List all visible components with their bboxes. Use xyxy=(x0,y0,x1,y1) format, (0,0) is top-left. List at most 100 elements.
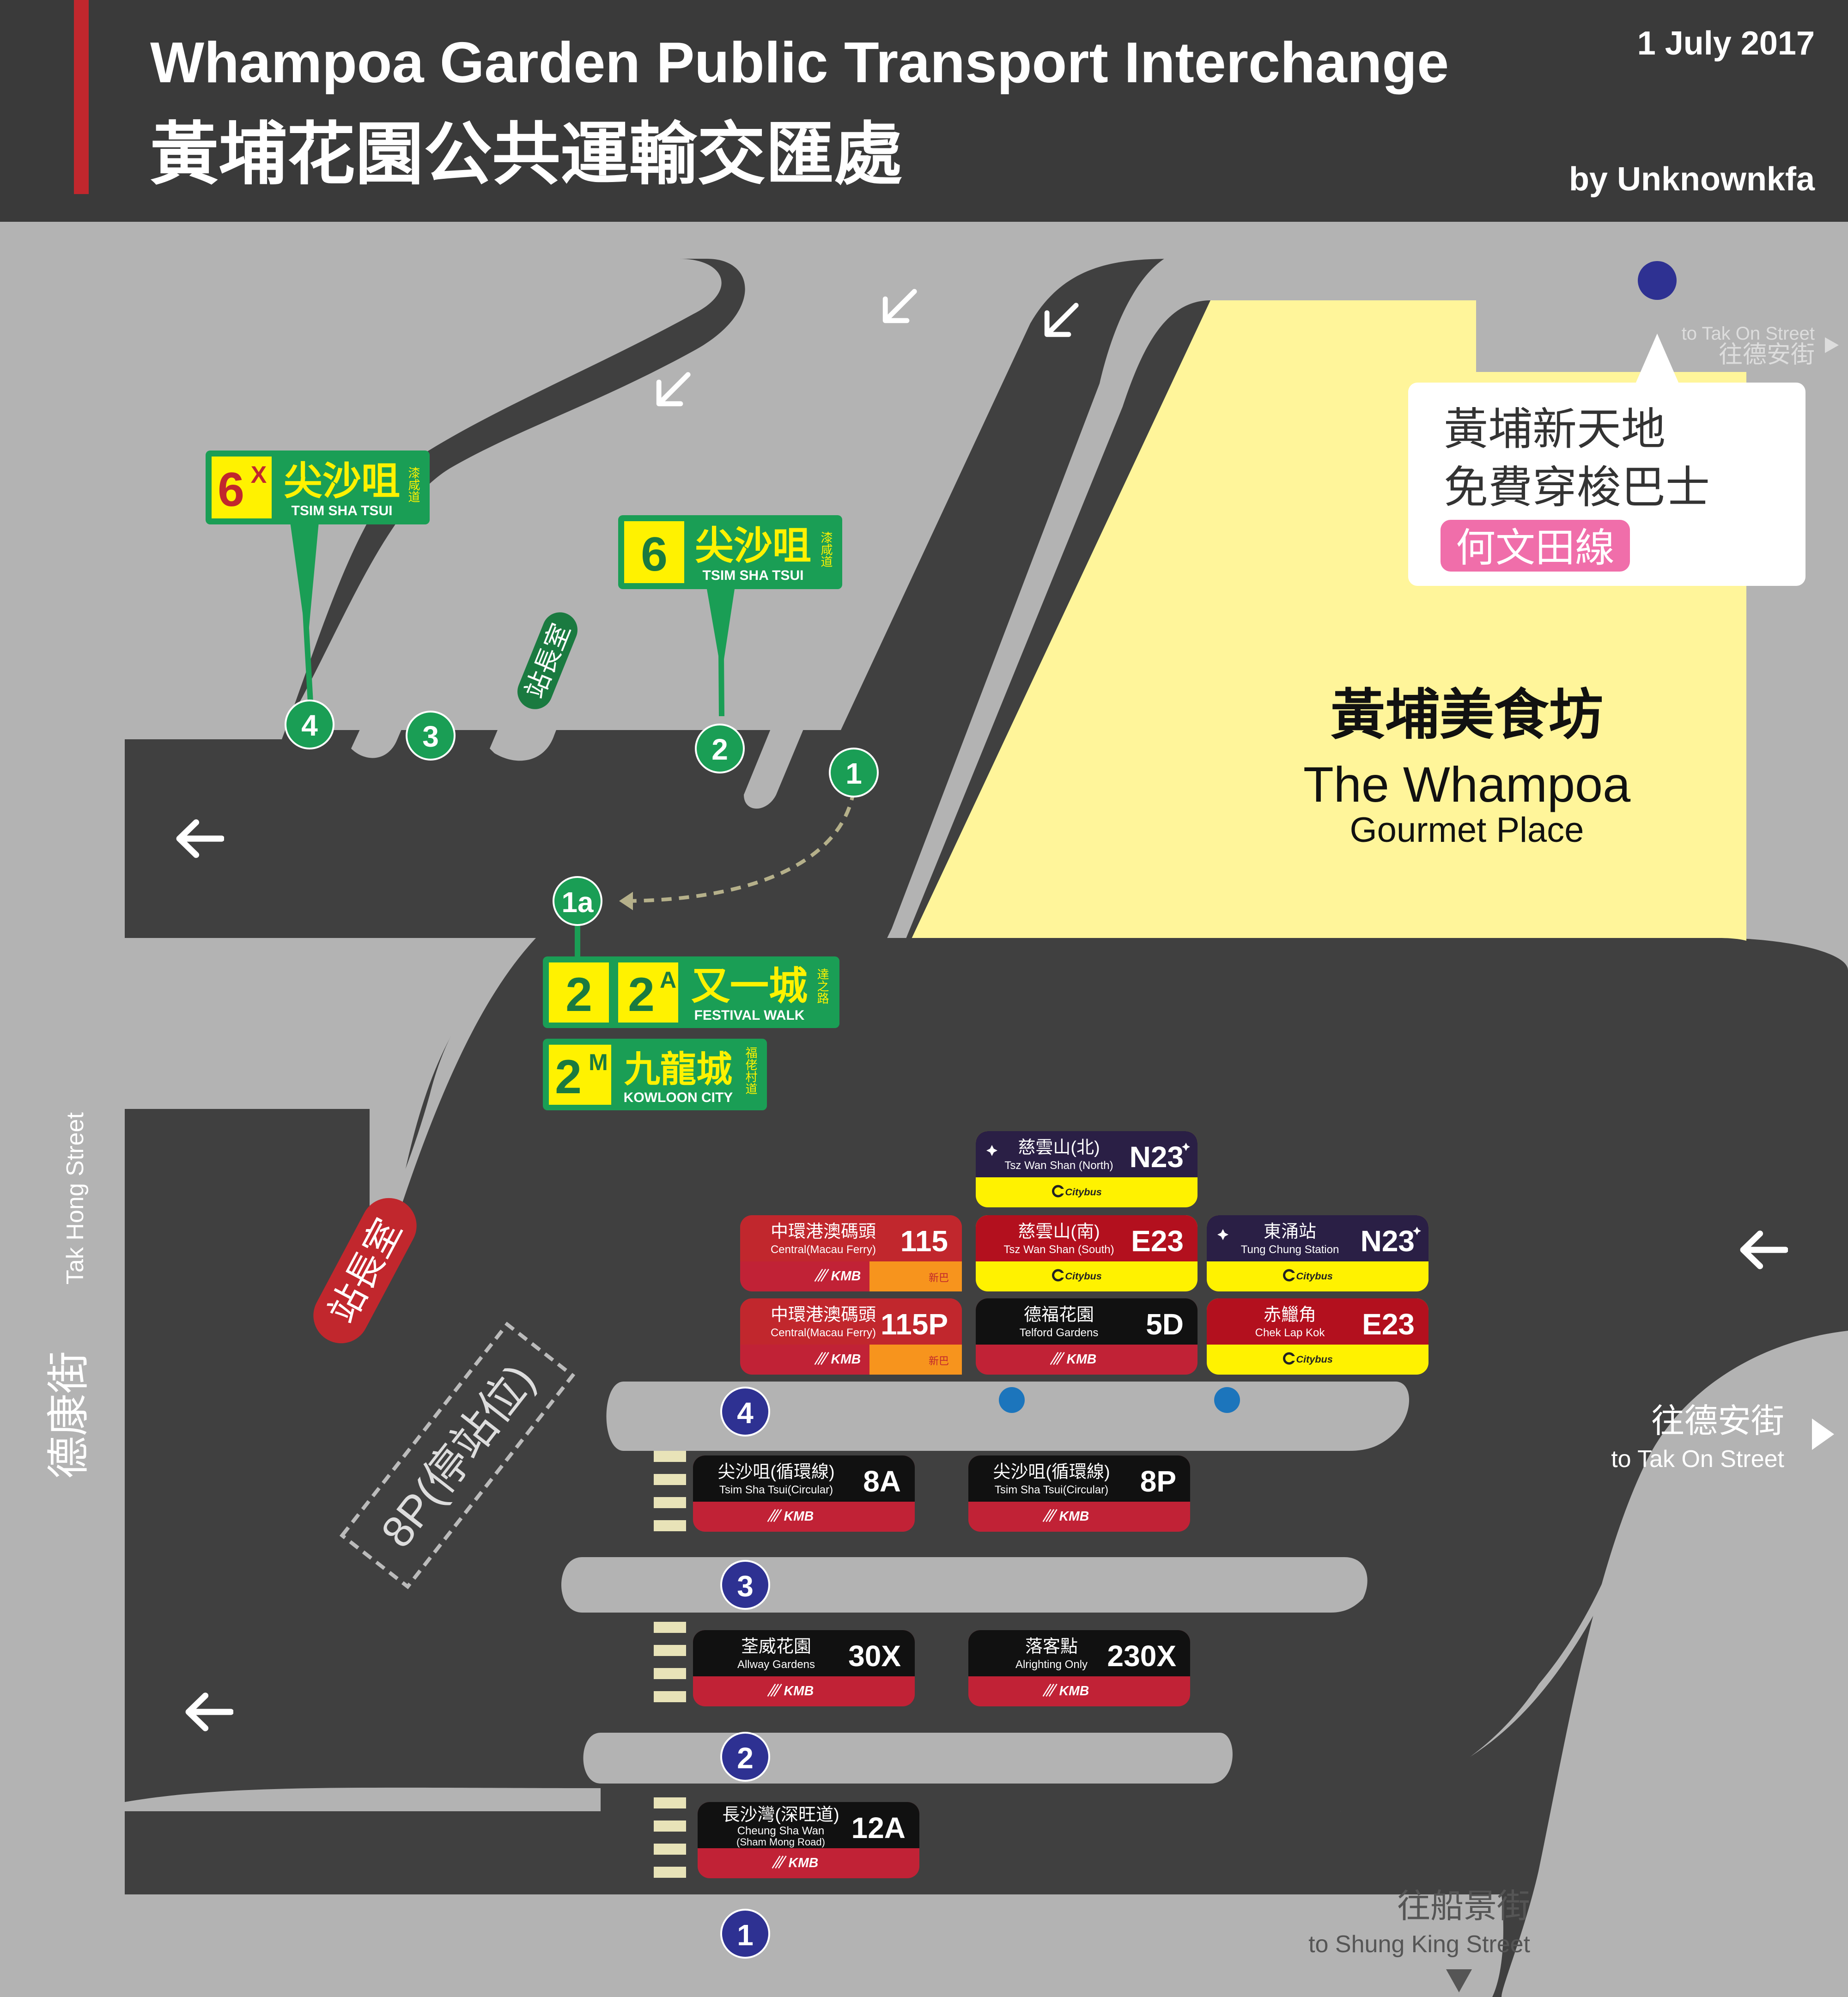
minibus-stop-markers: 4 3 2 1 1a xyxy=(285,700,879,926)
svg-text:荃威花園: 荃威花園 xyxy=(741,1637,811,1656)
svg-text:Tung Chung Station: Tung Chung Station xyxy=(1241,1243,1339,1256)
svg-text:E23: E23 xyxy=(1131,1224,1184,1258)
svg-text:中環港澳碼頭: 中環港澳碼頭 xyxy=(771,1222,876,1242)
bus-bay-4 xyxy=(720,1387,770,1437)
svg-text:3: 3 xyxy=(422,720,439,753)
bus-sign-12a: 長沙灣(深旺道)Cheung Sha Wan(Sham Mong Road) 12… xyxy=(698,1802,919,1878)
kmb-logo-icon xyxy=(1050,1351,1097,1367)
triangle-right-icon xyxy=(1825,337,1839,353)
svg-text:1: 1 xyxy=(737,1918,754,1952)
svg-text:Alrighting Only: Alrighting Only xyxy=(1015,1658,1088,1671)
svg-text:福佬村道: 福佬村道 xyxy=(744,1047,758,1095)
svg-text:Telford Gardens: Telford Gardens xyxy=(1020,1327,1099,1339)
citybus-logo-icon xyxy=(1053,1270,1102,1282)
bus-stop-dot xyxy=(1214,1387,1240,1413)
svg-text:6: 6 xyxy=(641,528,668,581)
svg-text:漆咸道: 漆咸道 xyxy=(407,467,420,503)
svg-text:落客點: 落客點 xyxy=(1025,1637,1078,1656)
svg-text:東涌站: 東涌站 xyxy=(1264,1222,1316,1242)
minibus-stop-1a xyxy=(553,876,602,926)
svg-text:Tsim Sha Tsui(Circular): Tsim Sha Tsui(Circular) xyxy=(995,1484,1108,1496)
minibus-stop-2 xyxy=(695,724,745,773)
street-tak-hong-zh: 德康街 xyxy=(45,1351,92,1479)
svg-text:尖沙咀: 尖沙咀 xyxy=(284,459,400,503)
bus-bay-2 xyxy=(720,1732,770,1782)
svg-text:12A: 12A xyxy=(851,1811,906,1845)
svg-text:8A: 8A xyxy=(863,1465,901,1498)
bus-bay-markers: 4 3 2 1 xyxy=(720,1387,1240,1959)
street-tak-hong-en: Tak Hong Street xyxy=(62,1112,89,1285)
svg-text:九龍城: 九龍城 xyxy=(624,1049,732,1090)
minibus-sign-6x: 6 X 尖沙咀 TSIM SHA TSUI 漆咸道 xyxy=(206,451,430,524)
svg-text:E23: E23 xyxy=(1362,1308,1415,1341)
title-chinese: 黃埔花園公共運輸交匯處 xyxy=(150,116,902,193)
zebra-crossings xyxy=(654,1451,686,1878)
svg-text:2: 2 xyxy=(711,733,728,766)
left-sidewalk xyxy=(88,938,125,1997)
kmb-logo-icon xyxy=(1042,1683,1090,1699)
gourmet-name-zh: 黃埔美食坊 xyxy=(1331,685,1603,746)
shuttle-stop-dot xyxy=(1638,261,1677,300)
citybus-logo-icon xyxy=(1284,1353,1333,1365)
svg-text:Allway Gardens: Allway Gardens xyxy=(737,1658,815,1671)
bus-stop-dot xyxy=(999,1387,1025,1413)
svg-text:尖沙咀: 尖沙咀 xyxy=(695,524,811,567)
svg-text:6: 6 xyxy=(218,463,244,517)
svg-text:4: 4 xyxy=(301,709,318,742)
svg-text:Tsz Wan Shan (South): Tsz Wan Shan (South) xyxy=(1003,1243,1114,1256)
bus-sign-e23: 赤鱲角 Chek Lap Kok E23 xyxy=(1207,1298,1429,1375)
map-author: by Unknownkfa xyxy=(1569,161,1815,198)
svg-text:Chek Lap Kok: Chek Lap Kok xyxy=(1255,1327,1325,1339)
triangle-right-icon xyxy=(1812,1419,1834,1450)
svg-text:115: 115 xyxy=(900,1224,948,1258)
minibus-sign-poles xyxy=(290,522,735,961)
street-shung-king-zh: 往船景街 xyxy=(1397,1888,1530,1925)
minibus-stop-1 xyxy=(829,748,879,798)
svg-text:30X: 30X xyxy=(848,1639,901,1673)
svg-text:中環港澳碼頭: 中環港澳碼頭 xyxy=(771,1305,876,1325)
callout-pointer xyxy=(1635,334,1679,384)
header-accent-stripe xyxy=(74,0,89,194)
street-tak-on-en: to Tak On Street xyxy=(1611,1446,1784,1473)
nwfb-logo-icon: 新巴 xyxy=(929,1272,949,1284)
minibus-stop-4 xyxy=(285,700,334,749)
citybus-logo-icon xyxy=(1053,1186,1102,1198)
svg-text:Cheung Sha Wan: Cheung Sha Wan xyxy=(737,1825,825,1837)
stop-transfer-path xyxy=(621,790,856,903)
svg-text:尖沙咀(循環線): 尖沙咀(循環線) xyxy=(993,1462,1110,1482)
svg-text:2: 2 xyxy=(628,968,655,1022)
nwfb-logo-icon: 新巴 xyxy=(929,1355,949,1367)
svg-text:德福花園: 德福花園 xyxy=(1024,1305,1094,1325)
svg-text:2: 2 xyxy=(555,1050,582,1104)
shuttle-line-1: 黃埔新天地 xyxy=(1444,405,1666,454)
svg-text:115P: 115P xyxy=(881,1308,948,1341)
bus-sign-8p: 尖沙咀(循環線)Tsim Sha Tsui(Circular)8P xyxy=(968,1455,1190,1532)
svg-text:Tak Hong Street: Tak Hong Street xyxy=(62,1112,89,1285)
svg-text:TSIM SHA TSUI: TSIM SHA TSUI xyxy=(292,503,393,518)
svg-text:漆咸道: 漆咸道 xyxy=(819,531,833,567)
triangle-down-icon xyxy=(1446,1969,1472,1992)
svg-text:長沙灣(深旺道): 長沙灣(深旺道) xyxy=(722,1805,839,1825)
bus-sign-e23: 慈雲山(南)Tsz Wan Shan (South) E23 xyxy=(976,1215,1198,1291)
svg-text:5D: 5D xyxy=(1146,1308,1184,1341)
svg-text:N23: N23 xyxy=(1361,1224,1415,1258)
minibus-sign-6: 6 尖沙咀 TSIM SHA TSUI 漆咸道 xyxy=(618,515,842,589)
left-road xyxy=(125,1109,370,1779)
bus-sign-5d: 德福花園 Telford Gardens 5D xyxy=(976,1298,1198,1375)
svg-text:2: 2 xyxy=(737,1741,754,1775)
arrow-left-icon xyxy=(619,892,633,910)
svg-text:慈雲山(南): 慈雲山(南) xyxy=(1018,1222,1100,1242)
svg-text:(Sham Mong Road): (Sham Mong Road) xyxy=(736,1836,825,1848)
kmb-logo-icon xyxy=(814,1351,862,1367)
bus-sign-n23: 慈雲山(北)Tsz Wan Shan (North)N23 xyxy=(976,1131,1198,1207)
kmb-logo-icon xyxy=(1042,1508,1090,1524)
svg-text:赤鱲角: 赤鱲角 xyxy=(1264,1305,1316,1325)
street-tak-on-zh: 往德安街 xyxy=(1651,1403,1784,1440)
svg-text:3: 3 xyxy=(737,1570,754,1603)
title-english: Whampoa Garden Public Transport Intercha… xyxy=(150,31,1449,95)
svg-text:尖沙咀(循環線): 尖沙咀(循環線) xyxy=(717,1462,834,1482)
gourmet-name-en: The Whampoa xyxy=(1303,756,1631,812)
